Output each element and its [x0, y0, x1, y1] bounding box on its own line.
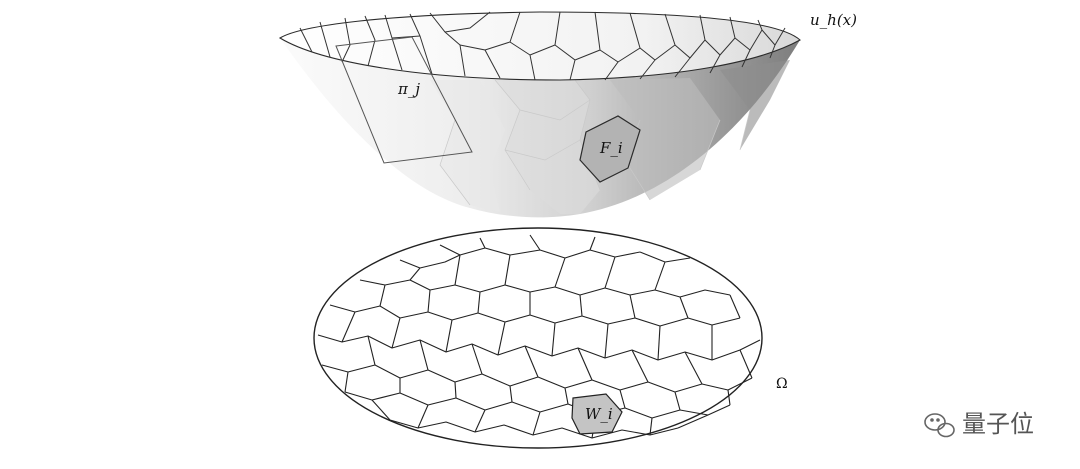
rim-cells [299, 11, 786, 81]
label-domain: Ω [776, 376, 788, 392]
paraboloid-facets [430, 60, 790, 214]
domain-voronoi [313, 227, 763, 449]
highlighted-cell [571, 393, 623, 435]
label-plane: π_j [397, 80, 420, 98]
domain-boundary [313, 227, 763, 449]
tangent-plane [335, 36, 473, 164]
voronoi-edges [317, 234, 761, 439]
watermark: 量子位 [924, 410, 1034, 438]
paraboloid-surface [278, 11, 801, 218]
label-surface: u_h(x) [810, 11, 857, 29]
label-cell: W_i [585, 405, 613, 423]
wechat-icon [924, 413, 955, 438]
label-face: F_i [599, 139, 623, 157]
highlighted-face [579, 115, 641, 183]
watermark-text: 量子位 [962, 410, 1034, 438]
